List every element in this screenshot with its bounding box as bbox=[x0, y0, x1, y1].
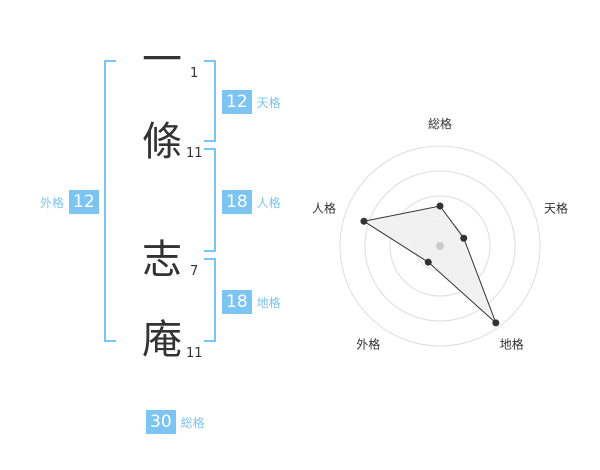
chikaku-badge: 18 地格 bbox=[222, 290, 281, 314]
tenkaku-badge: 12 天格 bbox=[222, 90, 281, 114]
tenkaku-label: 天格 bbox=[256, 95, 281, 110]
stroke-count-2: 11 bbox=[186, 146, 203, 161]
radar-point-1 bbox=[436, 202, 444, 210]
chikaku-bracket bbox=[204, 258, 216, 342]
chikaku-value: 18 bbox=[222, 290, 252, 314]
radar-center-dot bbox=[436, 242, 444, 250]
jinkaku-label: 人格 bbox=[256, 195, 281, 210]
jinkaku-badge: 18 人格 bbox=[222, 190, 281, 214]
radar-area bbox=[362, 205, 497, 324]
name-char-1: 一 bbox=[142, 37, 182, 83]
jinkaku-value: 18 bbox=[222, 190, 252, 214]
radar-axis-label-1: 総格 bbox=[428, 116, 452, 131]
stroke-count-3: 7 bbox=[190, 264, 199, 279]
radar-point-5 bbox=[360, 217, 368, 225]
radar-axis-label-5: 人格 bbox=[312, 200, 336, 215]
soukaku-badge: 30 総格 bbox=[146, 410, 205, 434]
gaikaku-label: 外格 bbox=[40, 195, 65, 210]
radar-axis-label-3: 地格 bbox=[500, 337, 524, 352]
name-char-4: 庵 bbox=[142, 317, 182, 363]
gaikaku-bracket bbox=[104, 60, 116, 342]
radar-point-4 bbox=[424, 258, 432, 266]
radar-point-2 bbox=[460, 234, 468, 242]
radar-point-3 bbox=[492, 319, 500, 327]
tenkaku-value: 12 bbox=[222, 90, 252, 114]
stroke-count-4: 11 bbox=[186, 346, 203, 361]
radar-ring-4 bbox=[339, 145, 541, 347]
gaikaku-value: 12 bbox=[69, 190, 99, 214]
soukaku-label: 総格 bbox=[180, 415, 205, 430]
radar-axis-label-2: 天格 bbox=[544, 200, 568, 215]
stroke-count-1: 1 bbox=[190, 66, 199, 81]
name-char-2: 條 bbox=[142, 119, 182, 165]
radar-ring-3 bbox=[364, 170, 516, 322]
jinkaku-bracket bbox=[204, 148, 216, 252]
tenkaku-bracket bbox=[204, 60, 216, 142]
soukaku-value: 30 bbox=[146, 410, 176, 434]
radar-axis-label-4: 外格 bbox=[356, 337, 380, 352]
chikaku-label: 地格 bbox=[256, 295, 281, 310]
gaikaku-badge: 外格 12 bbox=[40, 190, 99, 214]
radar-ring-2 bbox=[389, 195, 491, 297]
name-char-3: 志 bbox=[142, 237, 182, 283]
